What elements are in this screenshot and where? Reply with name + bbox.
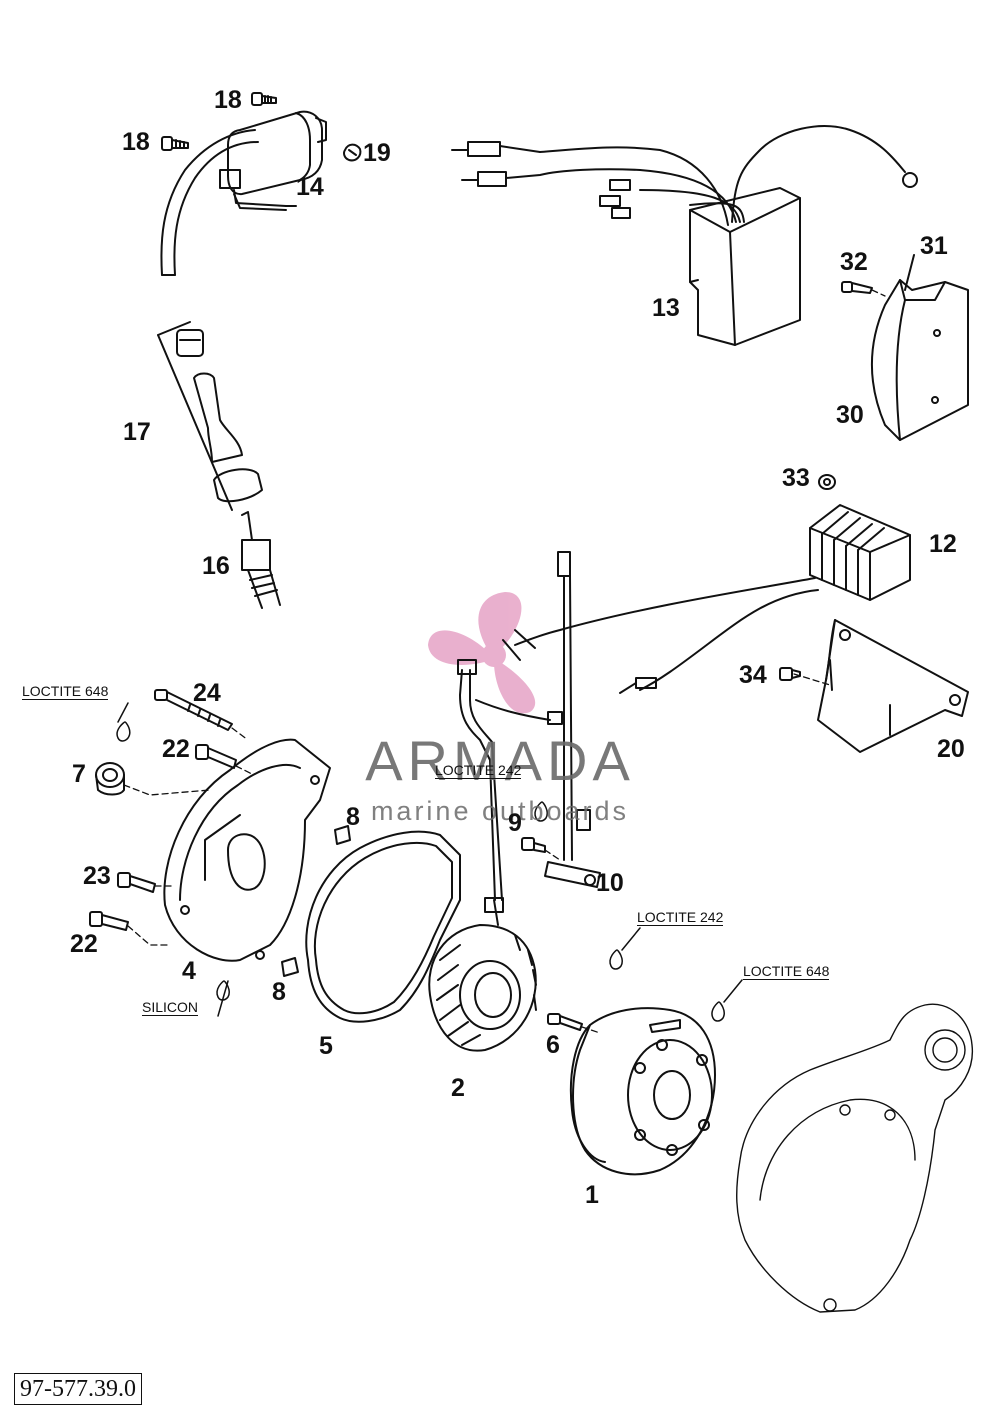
spark-plug-16 (241, 511, 281, 609)
part-label-4: 4 (182, 957, 196, 985)
dowel-8-lower (281, 957, 299, 977)
part-label-22-upper: 22 (162, 735, 190, 763)
watermark-tagline: marine outboards (370, 796, 630, 826)
part-label-2: 2 (451, 1074, 465, 1102)
regulator-12 (514, 504, 911, 691)
part-label-8-lower: 8 (272, 978, 286, 1006)
note-loctite-648-right: LOCTITE 648 (743, 963, 830, 980)
connector-9-10 (521, 809, 601, 888)
part-label-9: 9 (508, 809, 522, 837)
bolt-23 (117, 872, 156, 893)
bolt-22-upper (195, 744, 237, 769)
watermark-propeller-logo (428, 592, 536, 714)
part-label-6: 6 (546, 1031, 560, 1059)
part-label-18-upper: 18 (214, 86, 242, 114)
part-label-14: 14 (296, 173, 324, 201)
note-loctite-648-left: LOCTITE 648 (22, 683, 109, 700)
seal-7 (95, 762, 125, 796)
screw-6 (547, 1013, 583, 1031)
part-label-1: 1 (585, 1181, 599, 1209)
crankcase-outline (736, 1003, 974, 1313)
part-label-18-lower: 18 (122, 128, 150, 156)
note-loctite-242-right: LOCTITE 242 (637, 909, 724, 926)
part-label-23: 23 (83, 862, 111, 890)
clip-19 (343, 143, 362, 162)
part-label-19: 19 (363, 139, 391, 167)
screw-34 (779, 667, 801, 681)
note-silicon: SILICON (142, 999, 199, 1016)
drawing-number: 97-577.39.0 (14, 1373, 142, 1406)
part-label-22-lower: 22 (70, 930, 98, 958)
part-label-31: 31 (920, 232, 948, 260)
part-label-33: 33 (782, 464, 810, 492)
part-label-32: 32 (840, 248, 868, 276)
note-loctite-242-center: LOCTITE 242 (435, 762, 522, 779)
part-label-34: 34 (739, 661, 767, 689)
part-label-10: 10 (596, 869, 624, 897)
assembly-leader-lines (123, 289, 886, 1034)
bolt-24 (154, 689, 233, 731)
cdi-unit-13 (451, 125, 918, 346)
watermark-brand: ARMADA (365, 729, 635, 792)
spark-plug-cap-17 (157, 321, 263, 511)
part-label-13: 13 (652, 294, 680, 322)
gasket-5 (305, 830, 461, 1023)
stator-2 (428, 897, 537, 1052)
ignition-coil-14 (160, 110, 327, 276)
bolt-22-lower (89, 911, 129, 931)
cover-plate-30-31 (870, 254, 969, 441)
part-label-20: 20 (937, 735, 965, 763)
bolt-18-lower (161, 136, 189, 151)
generator-cover-4 (163, 738, 331, 962)
part-label-30: 30 (836, 401, 864, 429)
dowel-8-upper (334, 825, 351, 845)
part-label-17: 17 (123, 418, 151, 446)
part-label-16: 16 (202, 552, 230, 580)
nut-33 (818, 474, 836, 490)
part-label-8-upper: 8 (346, 803, 360, 831)
part-label-12: 12 (929, 530, 957, 558)
part-label-24: 24 (193, 679, 221, 707)
bolt-18-upper (251, 92, 277, 106)
bracket-20 (817, 619, 969, 753)
adhesive-drops (116, 702, 743, 1022)
part-label-7: 7 (72, 760, 86, 788)
wire-harness (457, 551, 657, 901)
part-label-5: 5 (319, 1032, 333, 1060)
flywheel-1 (569, 1007, 716, 1176)
screw-32 (841, 281, 873, 294)
